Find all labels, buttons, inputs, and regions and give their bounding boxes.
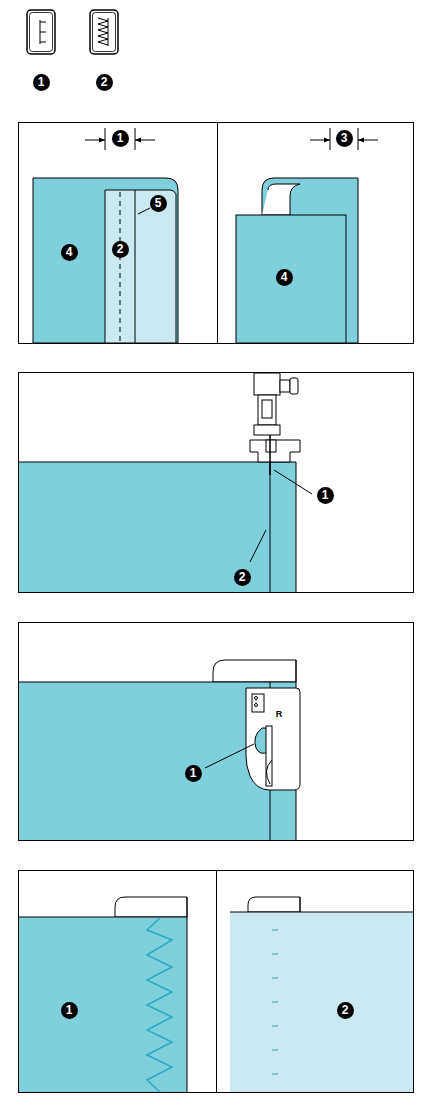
stitch-dash — [272, 954, 278, 955]
callout-number: 1 — [33, 74, 50, 91]
stitch-icon — [27, 10, 118, 54]
callout-number: 4 — [61, 244, 78, 261]
presser-foot — [250, 373, 312, 494]
callout-number: 5 — [150, 195, 167, 212]
callout-number: 1 — [317, 487, 334, 504]
callout-number: 2 — [337, 1002, 354, 1019]
callout-number: 1 — [61, 1002, 78, 1019]
callout-number: 2 — [112, 241, 129, 258]
callout-number: 3 — [336, 130, 353, 147]
stitch-dash — [272, 1002, 278, 1003]
stitch-dash — [272, 1074, 278, 1075]
fabric — [19, 897, 413, 1092]
callout-number: 2 — [234, 569, 251, 586]
callout-number: 4 — [276, 269, 293, 286]
fabric — [33, 128, 378, 343]
fabric — [19, 462, 296, 592]
panel-frame — [19, 123, 414, 1093]
stitch-dash — [272, 930, 278, 931]
foot-marking: R — [275, 709, 284, 719]
stitch-dash — [272, 1026, 278, 1027]
stitch-dash — [272, 1050, 278, 1051]
callout-number: 1 — [185, 765, 202, 782]
stitch-dash — [272, 978, 278, 979]
presser-foot — [205, 688, 300, 790]
callout-number: 2 — [96, 74, 113, 91]
callout-number: 1 — [112, 130, 129, 147]
